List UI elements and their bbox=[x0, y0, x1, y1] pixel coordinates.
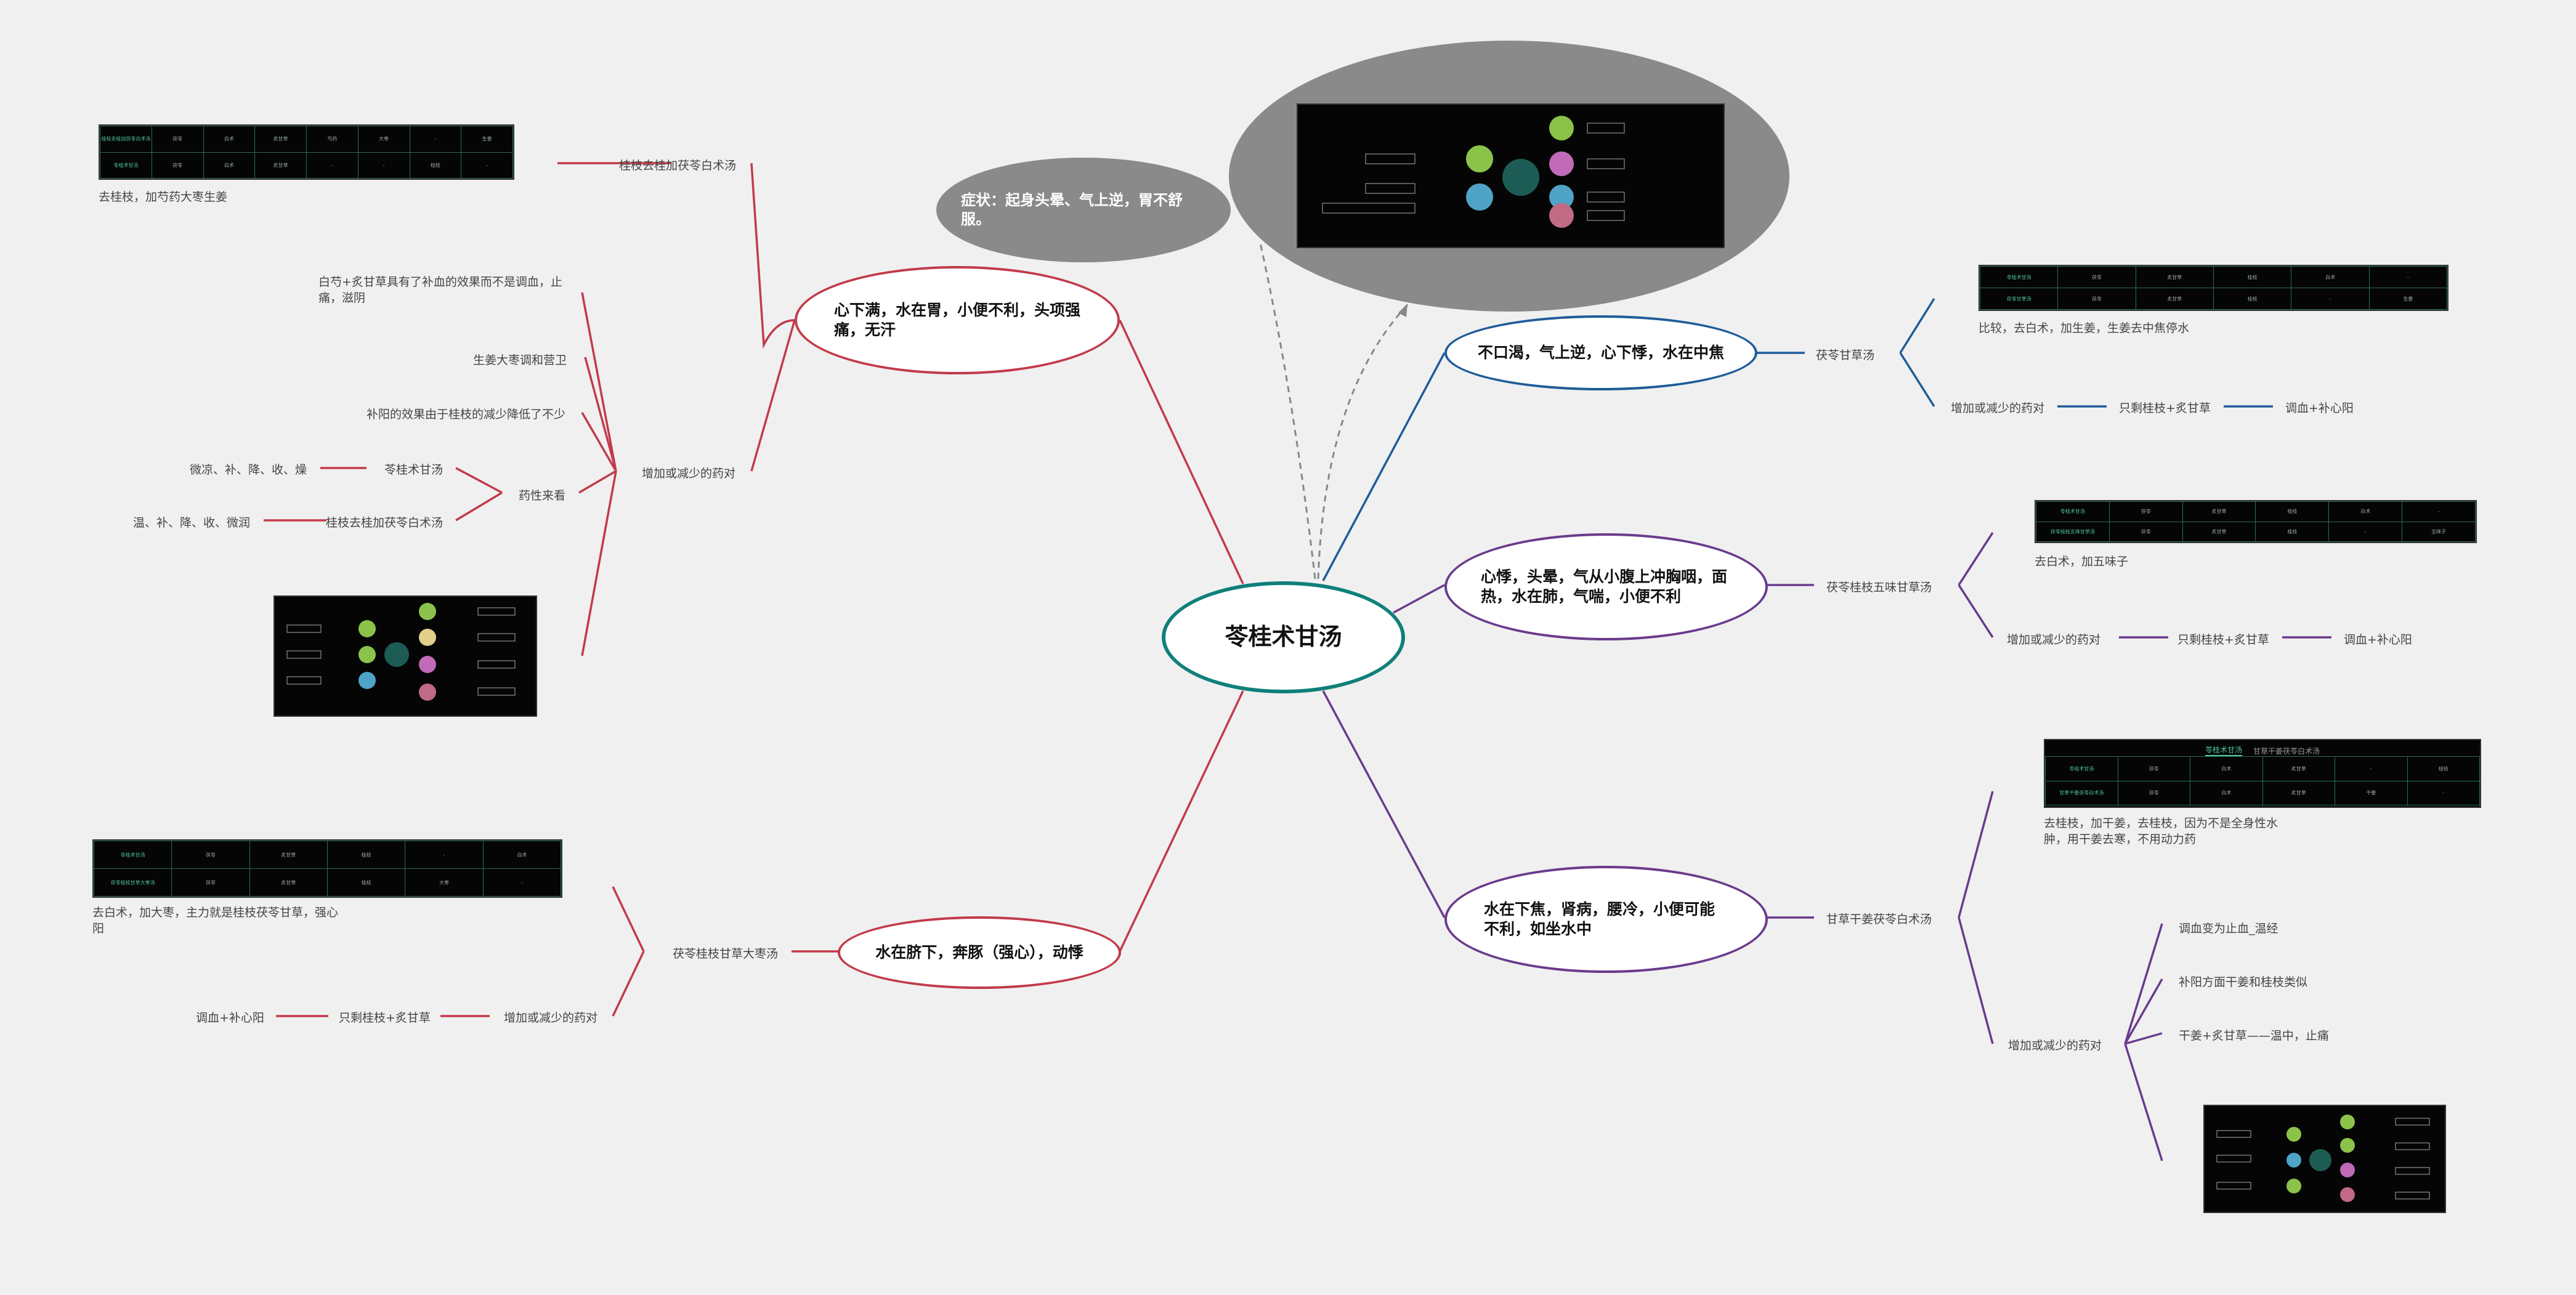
table-3: 苓桂术甘汤茯苓炙甘草桂枝白术- 茯苓甘草汤茯苓炙甘草桂枝-生姜 bbox=[1980, 266, 2447, 310]
formula-note-2: 去白术，加大枣，主力就是桂枝茯苓甘草，强心阳 bbox=[92, 906, 339, 935]
topic-no-thirst[interactable]: 不口渴，气上逆，心下悸，水在中焦 bbox=[1444, 315, 1757, 390]
thumbnail-tab[interactable]: 甘草干姜茯苓白术汤 bbox=[2253, 747, 2320, 756]
topic-water-in-stomach[interactable]: 心下满，水在胃，小便不利，头项强痛，无汗 bbox=[795, 266, 1120, 374]
formula-note-5: 去桂枝，加干姜，去桂枝，因为不是全身性水肿，用干姜去寒，不用动力药 bbox=[2044, 817, 2278, 846]
adjust-label-1[interactable]: 增加或减少的药对 bbox=[642, 467, 736, 480]
thumbnail-tabs: 苓桂术甘汤 甘草干姜茯苓白术汤 bbox=[2045, 740, 2480, 756]
table-thumbnail-1[interactable]: 桂枝去桂加茯苓白术汤茯苓白术炙甘草芍药大枣-生姜 苓桂术甘汤茯苓白术炙甘草--桂… bbox=[99, 124, 514, 180]
adjust-item-3: 补阳的效果由于桂枝的减少降低了不少 bbox=[367, 408, 566, 421]
table-thumbnail-5[interactable]: 苓桂术甘汤 甘草干姜茯苓白术汤 苓桂术甘汤茯苓白术炙甘草-桂枝 甘草干姜茯苓白术… bbox=[2044, 739, 2481, 808]
formula-note-3: 比较，去白术，加生姜，生姜去中焦停水 bbox=[1979, 321, 2190, 335]
table-thumbnail-3[interactable]: 苓桂术甘汤茯苓炙甘草桂枝白术- 茯苓甘草汤茯苓炙甘草桂枝-生姜 bbox=[1979, 265, 2448, 311]
source-label[interactable]: 药性来看 bbox=[519, 489, 566, 502]
thumbnail-mindmap-2 bbox=[286, 603, 516, 701]
adjust-label-4[interactable]: 增加或减少的药对 bbox=[2007, 633, 2101, 647]
adjust-item-2: 生姜大枣调和营卫 bbox=[473, 353, 567, 367]
effect-label-2: 调血+补心阳 bbox=[196, 1011, 264, 1025]
formula-fuling-gancao[interactable]: 茯苓甘草汤 bbox=[1816, 349, 1875, 362]
effect-label-4: 调血+补心阳 bbox=[2344, 633, 2412, 647]
formula-fuling-wuwei[interactable]: 茯苓桂枝五味甘草汤 bbox=[1826, 581, 1932, 594]
center-topic-label: 苓桂术甘汤 bbox=[1225, 623, 1342, 651]
topic-palpitation[interactable]: 心悸，头晕，气从小腹上冲胸咽，面热，水在肺，气喘，小便不利 bbox=[1444, 533, 1768, 640]
mindmap-thumbnail-left[interactable] bbox=[273, 595, 537, 717]
adjust-item-1: 白芍+炙甘草具有了补血的效果而不是调血，止痛，滋阴 bbox=[318, 275, 562, 305]
topic-water-below-navel-label: 水在脐下，奔豚（强心），动悸 bbox=[875, 943, 1083, 961]
topic-palpitation-label: 心悸，头晕，气从小腹上冲胸咽，面热，水在肺，气喘，小便不利 bbox=[1481, 567, 1728, 606]
table-5: 苓桂术甘汤茯苓白术炙甘草-桂枝 甘草干姜茯苓白术汤茯苓白术炙甘草干姜- bbox=[2045, 756, 2480, 805]
formula-note-4: 去白术，加五味子 bbox=[2035, 555, 2129, 568]
compare-formula-1[interactable]: 苓桂术甘汤 bbox=[384, 463, 444, 477]
adjust-label-5[interactable]: 增加或减少的药对 bbox=[2008, 1039, 2102, 1052]
pair-label-4: 只剩桂枝+炙甘草 bbox=[2177, 633, 2269, 647]
adjust-label-2[interactable]: 增加或减少的药对 bbox=[504, 1011, 598, 1025]
mindmap-thumbnail-right[interactable] bbox=[2203, 1105, 2446, 1213]
center-topic[interactable]: 苓桂术甘汤 bbox=[1162, 581, 1405, 693]
formula-guizhi-qugui[interactable]: 桂枝去桂加茯苓白术汤 bbox=[619, 159, 737, 172]
pair-label-3: 只剩桂枝+炙甘草 bbox=[2119, 401, 2211, 415]
table-thumbnail-2[interactable]: 苓桂术甘汤茯苓炙甘草桂枝-白术 茯苓桂枝甘草大枣汤茯苓炙甘草桂枝大枣- bbox=[92, 839, 562, 898]
pair-label-2: 只剩桂枝+炙甘草 bbox=[339, 1011, 431, 1025]
effect-label-3: 调血+补心阳 bbox=[2285, 401, 2354, 415]
topic-water-below-navel[interactable]: 水在脐下，奔豚（强心），动悸 bbox=[838, 916, 1121, 989]
symptom-tooltip-bubble: 症状：起身头晕、气上逆，胃不舒服。 bbox=[936, 158, 1231, 262]
topic-lower-jiao-label: 水在下焦，肾病，腰冷，小便可能不利，如坐水中 bbox=[1484, 900, 1715, 938]
adjust-item-5-3: 干姜+炙甘草——温中，止痛 bbox=[2179, 1029, 2329, 1043]
thumbnail-tab-active[interactable]: 苓桂术甘汤 bbox=[2205, 744, 2242, 756]
tooltip-diagram-thumbnail[interactable] bbox=[1297, 103, 1725, 248]
compare-formula-2[interactable]: 桂枝去桂加茯苓白术汤 bbox=[326, 516, 444, 530]
table-1: 桂枝去桂加茯苓白术汤茯苓白术炙甘草芍药大枣-生姜 苓桂术甘汤茯苓白术炙甘草--桂… bbox=[100, 126, 513, 179]
table-4: 苓桂术甘汤茯苓炙甘草桂枝白术- 茯苓桂枝五味甘草汤茯苓炙甘草桂枝-五味子 bbox=[2036, 501, 2476, 542]
compare-props-2: 温、补、降、收、微润 bbox=[133, 516, 251, 530]
adjust-item-5-1: 调血变为止血_温经 bbox=[2179, 922, 2278, 935]
topic-lower-jiao[interactable]: 水在下焦，肾病，腰冷，小便可能不利，如坐水中 bbox=[1444, 866, 1768, 973]
adjust-item-5-2: 补阳方面干姜和桂枝类似 bbox=[2179, 975, 2308, 989]
symptom-text: 症状：起身头晕、气上逆，胃不舒服。 bbox=[961, 191, 1183, 228]
formula-note-1: 去桂枝，加芍药大枣生姜 bbox=[99, 190, 228, 204]
formula-gancao-ganjiang[interactable]: 甘草干姜茯苓白术汤 bbox=[1826, 913, 1932, 926]
adjust-label-3[interactable]: 增加或减少的药对 bbox=[1951, 401, 2045, 415]
formula-fuling-dazao[interactable]: 茯苓桂枝甘草大枣汤 bbox=[673, 947, 779, 961]
thumbnail-mindmap-3 bbox=[2216, 1115, 2430, 1202]
thumbnail-mindmap bbox=[1322, 116, 1625, 228]
table-2: 苓桂术甘汤茯苓炙甘草桂枝-白术 茯苓桂枝甘草大枣汤茯苓炙甘草桂枝大枣- bbox=[94, 841, 561, 897]
topic-water-in-stomach-label: 心下满，水在胃，小便不利，头项强痛，无汗 bbox=[834, 301, 1081, 339]
compare-props-1: 微凉、补、降、收、燥 bbox=[190, 463, 307, 477]
topic-no-thirst-label: 不口渴，气上逆，心下悸，水在中焦 bbox=[1477, 343, 1724, 361]
table-thumbnail-4[interactable]: 苓桂术甘汤茯苓炙甘草桂枝白术- 茯苓桂枝五味甘草汤茯苓炙甘草桂枝-五味子 bbox=[2035, 500, 2477, 543]
